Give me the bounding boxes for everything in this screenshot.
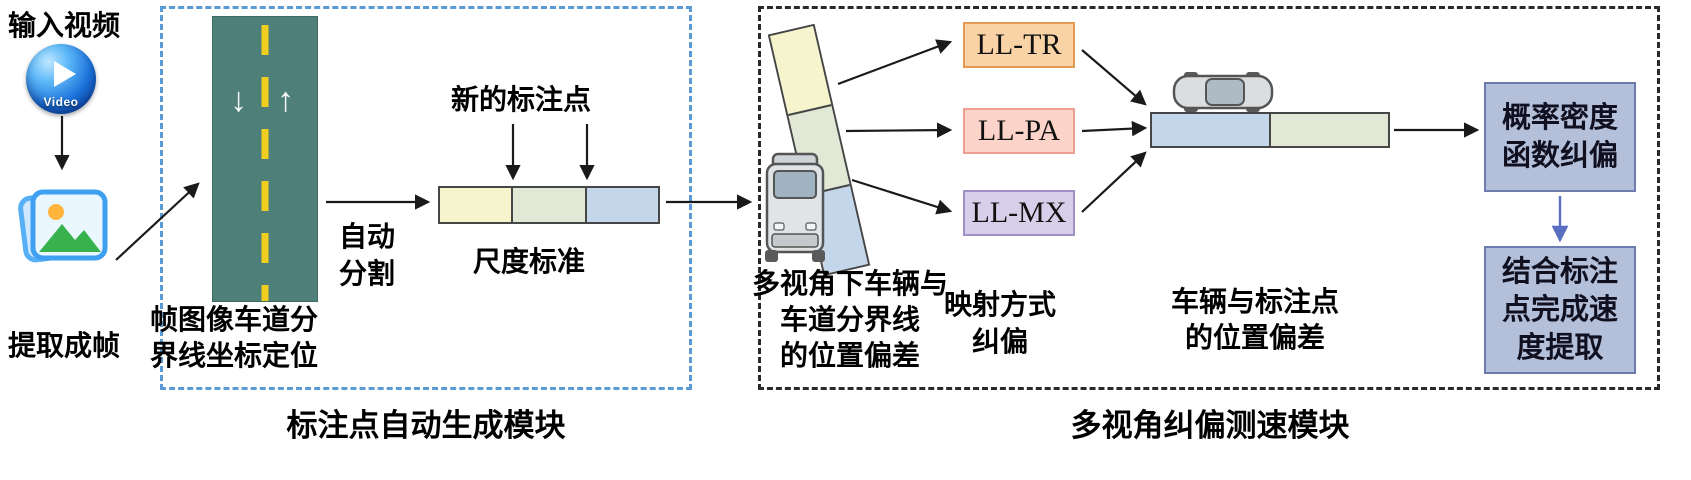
speed-line2: 点完成速 (1501, 294, 1618, 326)
road-image: ↓ ↑ (212, 16, 318, 302)
multiview-deviation-line2: 车道分界线 (779, 304, 920, 335)
module2-caption: 多视角纠偏测速模块 (1070, 408, 1350, 443)
pdf-correction-box: 概率密度 函数纠偏 (1484, 82, 1636, 192)
auto-split-label: 自动 分割 (328, 218, 406, 292)
extract-frames-label: 提取成帧 (8, 330, 121, 361)
result-bar (1150, 112, 1390, 148)
multiview-deviation-line1: 多视角下车辆与 (751, 268, 948, 299)
play-icon (54, 61, 76, 87)
video-icon-label: Video (43, 95, 79, 109)
video-icon: Video (26, 44, 96, 114)
multiview-deviation-label: 多视角下车辆与 车道分界线 的位置偏差 (750, 266, 950, 374)
multiview-deviation-line3: 的位置偏差 (779, 340, 920, 371)
mapping-box-ll-tr: LL-TR (963, 22, 1075, 68)
frames-icon-graphic (18, 189, 108, 263)
scale-segment-green (511, 188, 585, 222)
pdf-line1: 概率密度 (1501, 102, 1618, 134)
car-top-icon (1172, 68, 1274, 116)
lane-up-arrow-icon: ↑ (277, 81, 294, 119)
frames-icon (18, 182, 108, 268)
road-caption-line1: 帧图像车道分 (150, 304, 319, 335)
mapping-method-line1: 映射方式 (944, 289, 1057, 320)
position-deviation-line2: 的位置偏差 (1184, 322, 1325, 353)
mapping-method-line2: 纠偏 (971, 326, 1028, 357)
speed-extraction-box: 结合标注 点完成速 度提取 (1484, 246, 1636, 374)
module1-caption: 标注点自动生成模块 (286, 408, 566, 443)
mapping-method-label: 映射方式 纠偏 (944, 286, 1056, 360)
scale-bar (438, 186, 660, 224)
pdf-line2: 函数纠偏 (1501, 140, 1618, 172)
car-top-graphic (1172, 72, 1274, 112)
car-front-graphic (765, 152, 825, 262)
car-front-icon (763, 150, 827, 266)
result-segment-blue (1152, 114, 1269, 146)
position-deviation-line1: 车辆与标注点 (1170, 286, 1339, 317)
auto-split-line1: 自动 (338, 221, 395, 252)
result-segment-green (1269, 114, 1388, 146)
scale-label: 尺度标准 (473, 246, 586, 277)
position-deviation-label: 车辆与标注点 的位置偏差 (1170, 284, 1340, 356)
speed-module-box (758, 6, 1660, 390)
speed-line1: 结合标注 (1501, 256, 1618, 288)
road-caption: 帧图像车道分 界线坐标定位 (150, 302, 346, 374)
new-point-label: 新的标注点 (450, 84, 591, 115)
speed-line3: 度提取 (1516, 332, 1604, 364)
mapping-box-ll-mx: LL-MX (963, 190, 1075, 236)
input-video-label: 输入视频 (8, 10, 121, 41)
road-caption-line2: 界线坐标定位 (150, 340, 319, 371)
scale-segment-yellow (440, 188, 512, 222)
scale-segment-blue (584, 188, 658, 222)
auto-split-line2: 分割 (338, 258, 395, 289)
mapping-box-ll-pa: LL-PA (963, 108, 1075, 154)
lane-down-arrow-icon: ↓ (230, 81, 247, 119)
lane-center-line (261, 25, 269, 301)
